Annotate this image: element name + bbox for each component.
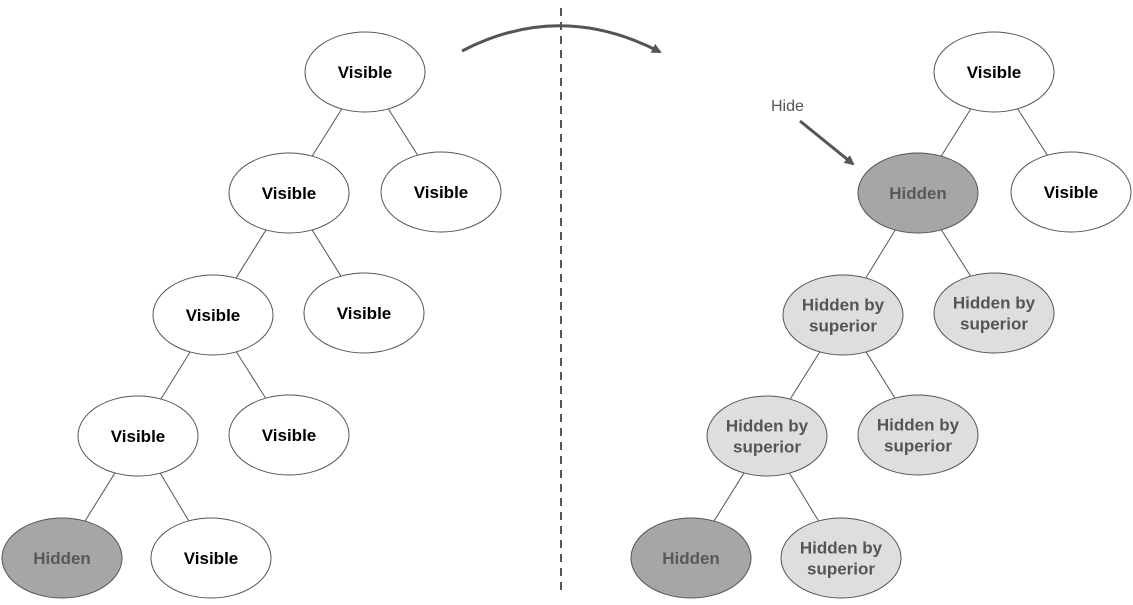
tree-edge xyxy=(865,229,896,279)
tree-node-visible: Visible xyxy=(228,152,350,234)
tree-node-superior: Hidden by superior xyxy=(780,517,902,599)
node-ellipse xyxy=(857,394,979,476)
tree-edge xyxy=(1017,108,1048,156)
tree-edge xyxy=(311,108,343,157)
node-ellipse xyxy=(706,395,828,477)
tree-node-visible: Visible xyxy=(933,31,1055,113)
node-ellipse xyxy=(303,272,425,354)
node-ellipse xyxy=(857,152,979,234)
node-label: Hidden xyxy=(662,549,720,568)
node-ellipse xyxy=(933,31,1055,113)
node-ellipse xyxy=(1010,151,1132,233)
node-ellipse xyxy=(1,517,123,599)
tree-node-visible: Visible xyxy=(380,151,502,233)
transition-arrow-icon xyxy=(461,24,662,54)
tree-node-superior: Hidden by superior xyxy=(706,395,828,477)
tree-node-superior: Hidden by superior xyxy=(782,274,904,356)
tree-node-visible: Visible xyxy=(152,274,274,356)
node-label: superior xyxy=(960,315,1028,334)
node-label: Visible xyxy=(111,427,166,446)
tree-edge xyxy=(713,472,745,522)
tree-edge xyxy=(311,229,342,277)
hide-arrow-icon xyxy=(799,119,855,166)
tree-node-visible: Visible xyxy=(304,31,426,113)
node-label: superior xyxy=(807,560,875,579)
node-label: Visible xyxy=(337,304,392,323)
node-label: Hidden by xyxy=(877,416,960,435)
tree-node-hidden: Hidden xyxy=(857,152,979,234)
node-label: Hidden by xyxy=(800,539,883,558)
node-ellipse xyxy=(304,31,426,113)
node-ellipse xyxy=(780,517,902,599)
node-label: Visible xyxy=(967,63,1022,82)
tree-edge xyxy=(789,472,819,522)
tree-node-visible: Visible xyxy=(303,272,425,354)
node-ellipse xyxy=(933,272,1055,354)
tree-node-hidden: Hidden xyxy=(630,517,752,599)
tree-node-visible: Visible xyxy=(77,395,199,477)
node-label: Hidden by xyxy=(802,296,885,315)
node-label: Visible xyxy=(338,63,393,82)
node-ellipse xyxy=(228,394,350,476)
tree-edge xyxy=(789,351,821,400)
node-label: Hidden xyxy=(33,549,91,568)
node-label: superior xyxy=(733,438,801,457)
node-label: Hidden by xyxy=(726,417,809,436)
tree-edge xyxy=(159,472,190,522)
node-label: Visible xyxy=(414,183,469,202)
node-ellipse xyxy=(152,274,274,356)
tree-edge xyxy=(84,472,116,522)
tree-node-visible: Visible xyxy=(1010,151,1132,233)
tree-edge xyxy=(160,351,191,400)
node-label: Hidden xyxy=(889,184,947,203)
tree-edge xyxy=(235,229,267,279)
node-label: Visible xyxy=(1044,183,1099,202)
node-ellipse xyxy=(150,517,272,599)
tree-edge xyxy=(940,229,972,277)
hide-label: Hide xyxy=(771,98,804,115)
tree-edge xyxy=(387,108,419,156)
tree-edge xyxy=(940,108,972,157)
node-ellipse xyxy=(77,395,199,477)
tree-node-superior: Hidden by superior xyxy=(857,394,979,476)
node-label: Visible xyxy=(184,549,239,568)
tree-edge xyxy=(235,351,267,399)
node-label: Hidden by xyxy=(953,294,1036,313)
node-ellipse xyxy=(228,152,350,234)
node-label: Visible xyxy=(186,306,241,325)
tree-node-visible: Visible xyxy=(150,517,272,599)
node-label: Visible xyxy=(262,184,317,203)
node-ellipse xyxy=(630,517,752,599)
node-label: Visible xyxy=(262,426,317,445)
node-ellipse xyxy=(782,274,904,356)
tree-node-hidden: Hidden xyxy=(1,517,123,599)
node-label: superior xyxy=(809,317,877,336)
node-label: superior xyxy=(884,437,952,456)
tree-edge xyxy=(865,351,896,399)
node-ellipse xyxy=(380,151,502,233)
tree-node-superior: Hidden by superior xyxy=(933,272,1055,354)
edges-layer xyxy=(84,108,1048,522)
tree-node-visible: Visible xyxy=(228,394,350,476)
